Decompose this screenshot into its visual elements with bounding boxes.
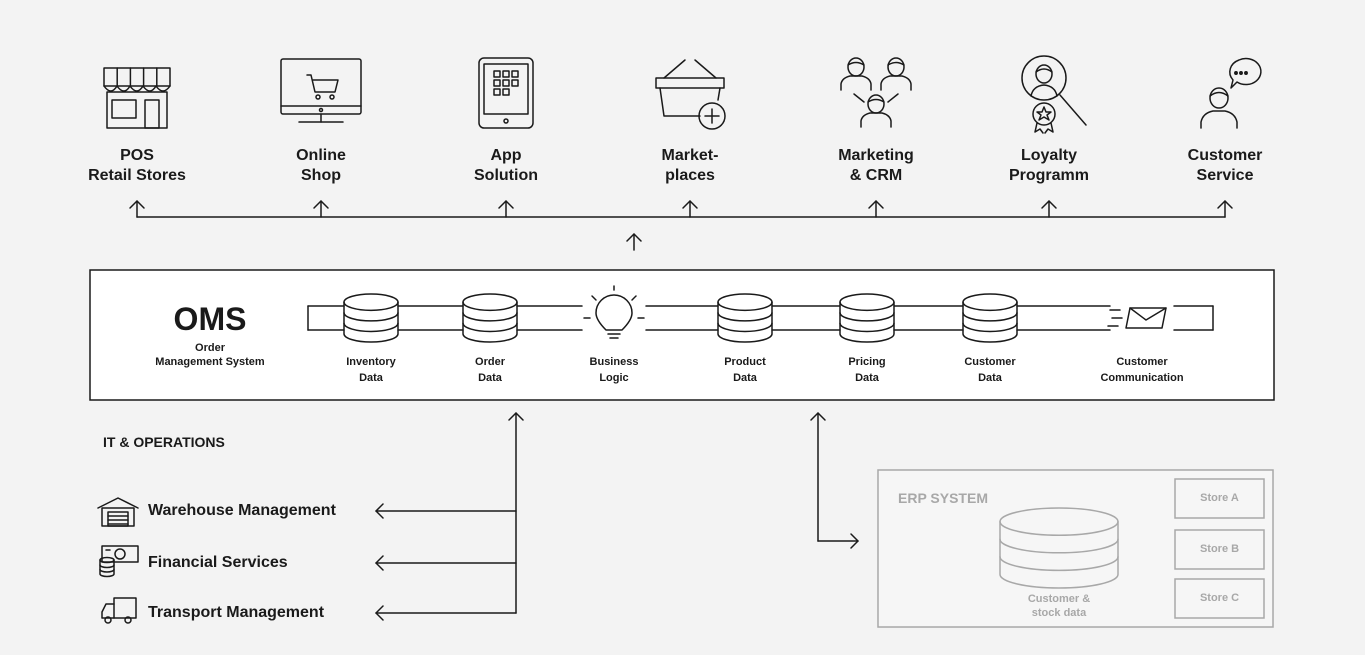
erp-store-box [1174, 529, 1265, 570]
channel-label-line2: Shop [301, 167, 341, 184]
erp-database-icon [999, 507, 1119, 589]
oms-module-label-line2: Data [733, 372, 757, 384]
oms-module-label-line2: Data [978, 372, 1002, 384]
oms-module-label-line2: Communication [1100, 372, 1184, 384]
truck-icon [101, 597, 137, 624]
oms-module-label-line2: Data [855, 372, 879, 384]
database-icon [839, 293, 895, 343]
database-icon [343, 293, 399, 343]
channel-label-line2: & CRM [849, 167, 903, 184]
oms-module-label-line1: Customer [1116, 356, 1168, 368]
oms-module-label-line1: Pricing [848, 356, 886, 368]
money-coins-icon [99, 545, 139, 578]
lightbulb-icon [583, 285, 645, 339]
channel-label-line1: Online [296, 147, 346, 164]
envelope-icon [1107, 307, 1167, 329]
oms-module-label-line1: Business [589, 356, 639, 368]
oms-subtitle-line2: Management System [155, 356, 265, 368]
erp-store-box [1174, 578, 1265, 619]
oms-module-label-line1: Customer [964, 356, 1016, 368]
erp-data-label-line1: Customer & [1027, 593, 1091, 605]
channel-bus [129, 200, 1233, 251]
person-chat-icon [1200, 57, 1262, 129]
channel-label-line2: Service [1196, 167, 1254, 184]
people-network-icon [840, 57, 912, 128]
channel-label-line1: Market- [661, 147, 719, 164]
channel-label-line1: POS [120, 147, 154, 164]
channel-label-line2: Solution [474, 167, 538, 184]
channel-label-line1: Marketing [838, 147, 914, 164]
channel-label-line1: Loyalty [1020, 147, 1077, 164]
oms-module-label-line2: Data [359, 372, 383, 384]
erp-store-box [1174, 478, 1265, 519]
erp-store-label: Store A [1200, 492, 1239, 504]
channel-label-line2: Programm [1008, 167, 1090, 184]
oms-module-label-line2: Data [478, 372, 502, 384]
oms-subtitle-line1: Order [195, 342, 225, 354]
erp-store-label: Store C [1199, 592, 1240, 604]
channel-label-line1: Customer [1187, 147, 1263, 164]
erp-data-label-line2: stock data [1031, 607, 1087, 619]
basket-plus-icon [655, 59, 726, 130]
it-operations-item: Warehouse Management [148, 502, 336, 519]
award-person-icon [1021, 55, 1087, 134]
oms-data-pipeline [307, 305, 1214, 331]
monitor-cart-icon [280, 58, 362, 123]
database-icon [962, 293, 1018, 343]
erp-title: ERP SYSTEM [898, 490, 988, 506]
channel-label-line2: Retail Stores [88, 167, 186, 184]
oms-title: OMS [173, 301, 247, 337]
oms-module-label-line1: Product [724, 356, 766, 368]
channel-label-line1: App [490, 147, 522, 164]
warehouse-icon [97, 497, 139, 527]
erp-connector [810, 412, 859, 549]
database-icon [717, 293, 773, 343]
oms-module-label-line2: Logic [599, 372, 629, 384]
store-icon [103, 67, 171, 129]
it-operations-item: Transport Management [148, 604, 325, 621]
erp-panel [877, 469, 1274, 628]
database-icon [462, 293, 518, 343]
oms-module-label-line1: Inventory [346, 356, 396, 368]
tablet-icon [478, 57, 534, 129]
it-operations-item: Financial Services [148, 554, 288, 571]
channel-label-line2: places [665, 167, 715, 184]
oms-panel [89, 269, 1275, 401]
erp-store-label: Store B [1199, 543, 1240, 555]
it-operations-title: IT & OPERATIONS [103, 434, 225, 450]
it-connector [375, 412, 524, 621]
oms-module-label-line1: Order [475, 356, 505, 368]
